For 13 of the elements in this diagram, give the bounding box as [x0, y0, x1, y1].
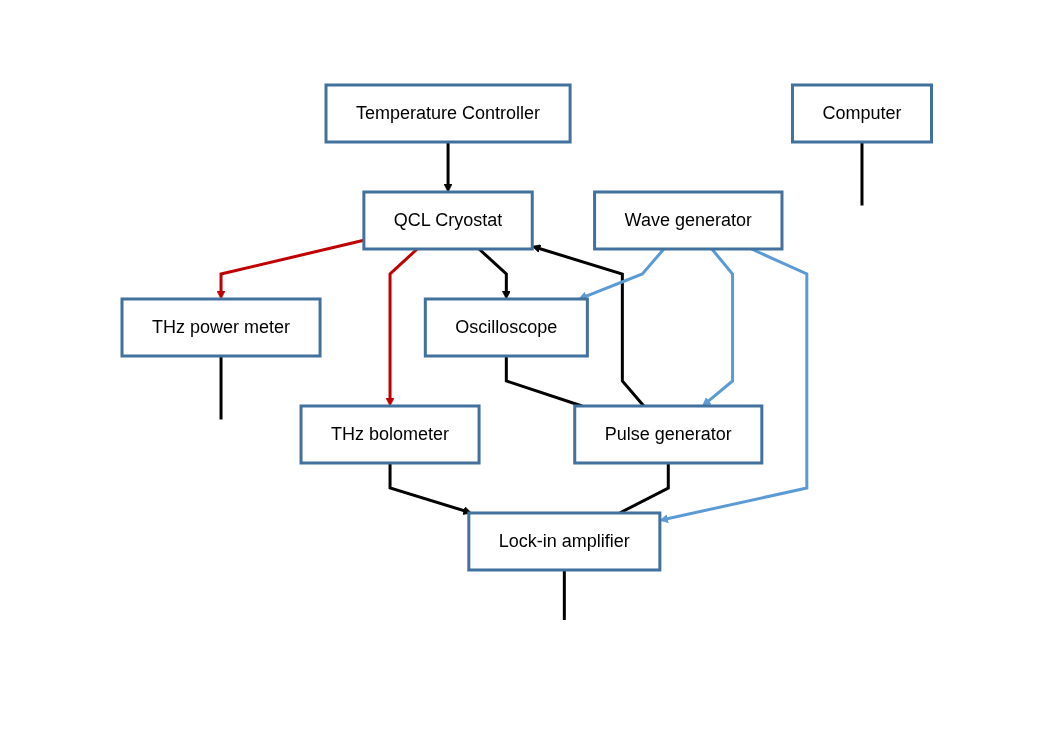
node-box: Pulse generator — [573, 404, 764, 465]
node-box: Computer — [791, 83, 934, 144]
connector — [860, 142, 864, 206]
node-box: Oscilloscope — [424, 297, 590, 358]
node-box: Lock-in amplifier — [467, 511, 662, 572]
connector — [219, 356, 223, 420]
node-box: Wave generator — [593, 190, 784, 251]
node-box: Temperature Controller — [324, 83, 572, 144]
node-box: THz power meter — [120, 297, 322, 358]
connector — [563, 570, 567, 620]
arrow — [443, 142, 453, 193]
node-box: THz bolometer — [299, 404, 481, 465]
node-box: QCL Cryostat — [362, 190, 534, 251]
